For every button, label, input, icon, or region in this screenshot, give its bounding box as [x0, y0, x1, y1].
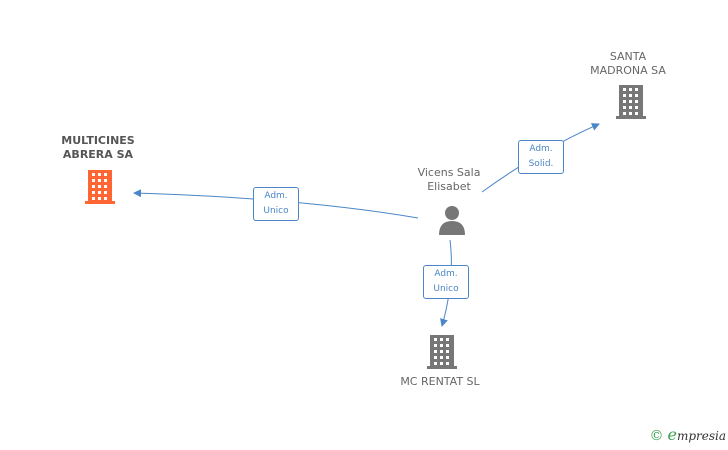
person-label[interactable]: Vicens Sala Elisabet — [417, 166, 481, 193]
building-icon[interactable] — [616, 85, 646, 119]
building-icon[interactable] — [427, 335, 457, 369]
edge-label-to-multicines: Adm. Unico — [253, 187, 299, 221]
brand-logo[interactable]: ©empresia — [649, 425, 726, 444]
person-icon[interactable] — [439, 206, 465, 235]
copyright-icon: © — [649, 428, 664, 444]
company-label-mc-rentat[interactable]: MC RENTAT SL — [400, 375, 480, 388]
edge-label-to-santa: Adm. Solid. — [518, 140, 564, 174]
brand-name: mpresia — [676, 429, 726, 443]
company-label-santa-madrona[interactable]: SANTA MADRONA SA — [590, 50, 666, 77]
company-label-multicines[interactable]: MULTICINES ABRERA SA — [61, 134, 135, 161]
edge-label-to-mcrentat: Adm. Unico — [423, 265, 469, 299]
brand-initial: e — [667, 425, 677, 444]
building-icon[interactable] — [85, 170, 115, 204]
